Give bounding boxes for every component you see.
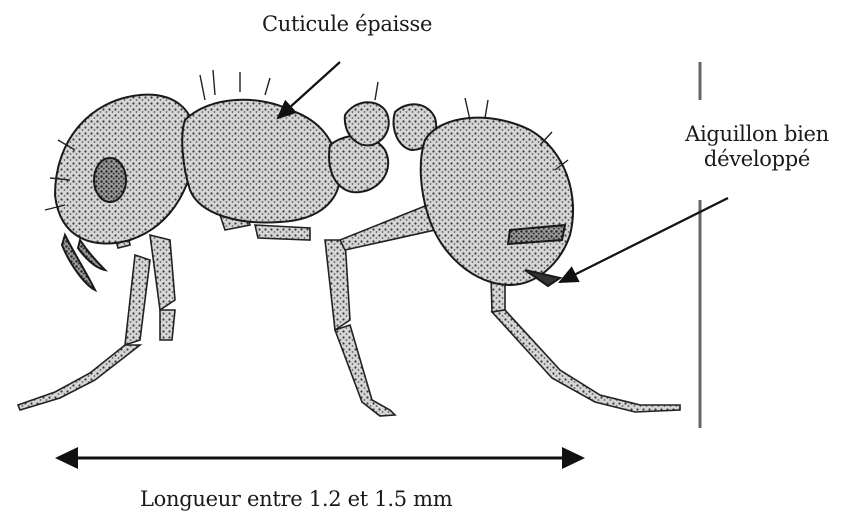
cuticle-arrow <box>278 62 340 118</box>
stinger-label-line1: Aiguillon bien <box>672 122 842 147</box>
stinger-label-line2: développé <box>672 147 842 172</box>
cuticle-label: Cuticule épaisse <box>262 12 432 37</box>
length-label: Longueur entre 1.2 et 1.5 mm <box>140 487 452 512</box>
stinger-label: Aiguillon bien développé <box>672 122 842 172</box>
stinger-arrow <box>560 198 728 282</box>
ant-head <box>55 95 195 290</box>
ant-gaster <box>421 118 573 286</box>
length-arrow <box>55 447 585 469</box>
ant-waist <box>345 102 436 150</box>
